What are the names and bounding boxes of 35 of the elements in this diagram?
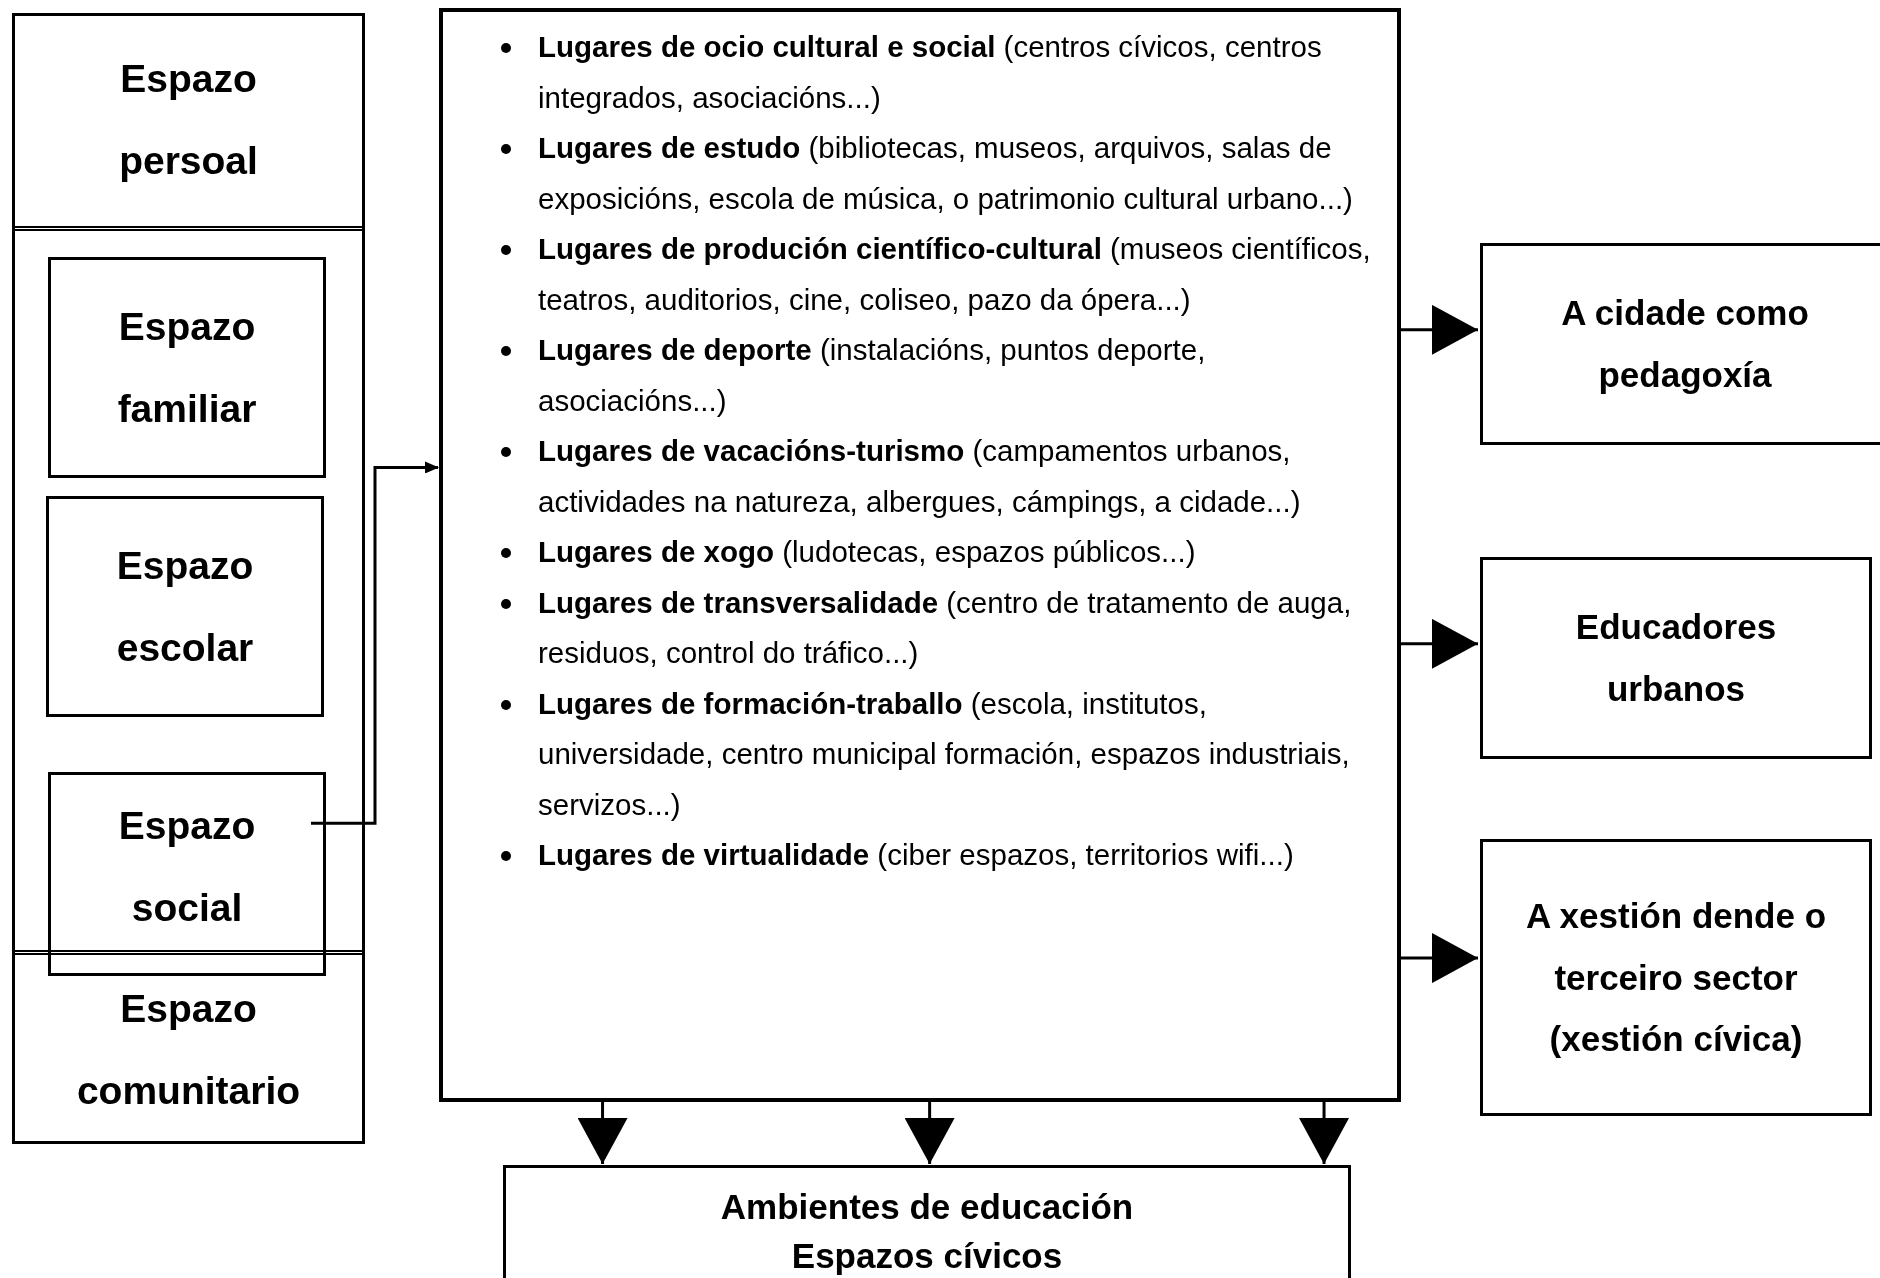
list-item: Lugares de ocio cultural e social (centros cívicos, centros integrados, asociacións...)	[538, 29, 1323, 116]
process-box	[1480, 557, 1872, 759]
arrow	[1401, 304, 1478, 355]
box-label: Espazo social	[118, 803, 256, 931]
arrow	[311, 461, 439, 825]
box-label: Educadores urbanos	[1574, 606, 1778, 710]
process-box	[46, 496, 324, 717]
box-label: A xestión dende o terceiro sector (xestión cívica)	[1524, 894, 1828, 1061]
arrow	[1401, 933, 1478, 984]
arrow	[1299, 1102, 1350, 1164]
box-label: Espazo escolar	[116, 542, 254, 671]
list-item: Lugares de vacacións-turismo (campamentos urbanos, actividades na natureza, albergues, cámpings, a cidade...)	[538, 433, 1302, 520]
list-item: Lugares de transversalidade (centro de tratamento de auga, residuos, control do tráfico...)	[538, 584, 1353, 671]
list-item: Lugares de xogo (ludotecas, espazos públicos...)	[538, 534, 1197, 570]
box-label: Espazo persoal	[119, 55, 258, 184]
process-box	[1480, 243, 1880, 445]
column-panel	[12, 13, 365, 1144]
list-item: Lugares de produción científico-cultural (museos científicos, teatros, auditorios, cine, coliseo, pazo da ópera...)	[538, 231, 1372, 318]
arrow	[577, 1102, 628, 1164]
process-box	[48, 772, 326, 976]
process-box	[1480, 839, 1872, 1116]
box-label: Espazo familiar	[117, 303, 257, 432]
arrow	[904, 1102, 955, 1164]
box-label: Espazo comunitario	[76, 985, 301, 1114]
box-label: Ambientes de educación	[720, 1186, 1134, 1228]
result-box	[503, 1165, 1351, 1278]
box-label: A cidade como pedagoxía	[1560, 292, 1810, 396]
list-item: Lugares de formación-traballo (escola, institutos, universidade, centro municipal formación, espazos industriais, servizos...)	[538, 685, 1351, 823]
list-item: Lugares de estudo (bibliotecas, museos, arquivos, salas de exposicións, escola de música, o patrimonio cultural urbano...)	[538, 130, 1354, 217]
list-box	[439, 8, 1401, 1102]
list-item: Lugares de deporte (instalacións, puntos deporte, asociacións...)	[538, 332, 1207, 419]
box-label: Espazos cívicos	[791, 1235, 1063, 1277]
arrow	[1401, 618, 1478, 669]
list-item: Lugares de virtualidade (ciber espazos, territorios wifi...)	[538, 837, 1295, 873]
process-box	[48, 257, 326, 478]
